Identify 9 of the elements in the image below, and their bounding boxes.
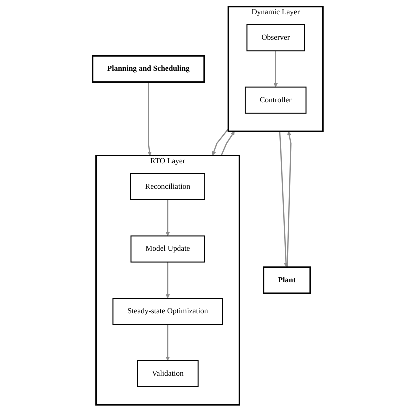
arrow: [166, 262, 170, 299]
arrow: [220, 131, 235, 156]
arrow: [166, 324, 170, 362]
arrow: [148, 82, 152, 156]
arrow: [212, 128, 229, 156]
arrow: [274, 51, 278, 88]
arrow: [279, 132, 288, 268]
arrow: [166, 200, 170, 236]
arrow: [286, 131, 292, 268]
